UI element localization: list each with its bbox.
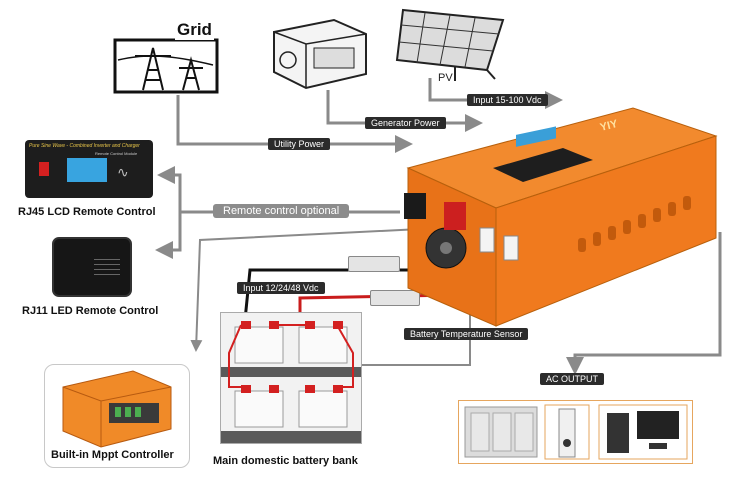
pv-label: PV (438, 72, 453, 84)
mppt-controller-icon (62, 370, 172, 448)
lcd-power-switch (39, 162, 49, 176)
lcd-screen (67, 158, 107, 182)
input-pv-label: Input 15-100 Vdc (467, 94, 548, 106)
utility-line (176, 95, 413, 153)
input-battery-label: Input 12/24/48 Vdc (237, 282, 325, 294)
fuse-black (348, 256, 400, 272)
battery-bank (220, 312, 362, 444)
lcd-panel-subtitle: Remote Control Module (95, 151, 138, 156)
appliances-icon (464, 404, 688, 460)
mppt-line (190, 227, 441, 352)
rj45-remote-panel: Pure Sine Wave - Combined Inverter and C… (25, 140, 153, 198)
sine-wave-icon: ∿ (117, 164, 129, 180)
rj11-remote-panel (52, 237, 132, 297)
battery-bank-label: Main domestic battery bank (213, 455, 358, 467)
ac-output-label: AC OUTPUT (540, 373, 605, 385)
generator-icon (273, 18, 367, 90)
battery-temp-sensor-label: Battery Temperature Sensor (404, 328, 529, 340)
ac-output-line (566, 232, 722, 375)
remote-optional-label: Remote control optional (213, 204, 350, 218)
inverter-unit (404, 107, 718, 327)
power-tower-icon (113, 38, 219, 94)
fuse-red (370, 290, 420, 306)
lcd-panel-title: Pure Sine Wave - Combined Inverter and C… (29, 143, 140, 149)
remote-line-up (157, 166, 182, 212)
generator-power-label: Generator Power (365, 117, 446, 129)
grid-label: Grid (175, 20, 214, 40)
remote-line-down (155, 212, 182, 259)
rj11-led-indicators (94, 255, 120, 279)
ac-output-appliances (458, 400, 693, 464)
rj11-remote-label: RJ11 LED Remote Control (22, 305, 159, 317)
solar-panel-icon (395, 8, 505, 81)
grid-source: Grid (113, 20, 223, 96)
battery-bank-icon (221, 321, 361, 443)
rj45-remote-label: RJ45 LCD Remote Control (18, 206, 156, 218)
utility-power-label: Utility Power (268, 138, 331, 150)
mppt-controller-label: Built-in Mppt Controller (51, 449, 174, 461)
mppt-controller-box: Built-in Mppt Controller (44, 364, 190, 468)
